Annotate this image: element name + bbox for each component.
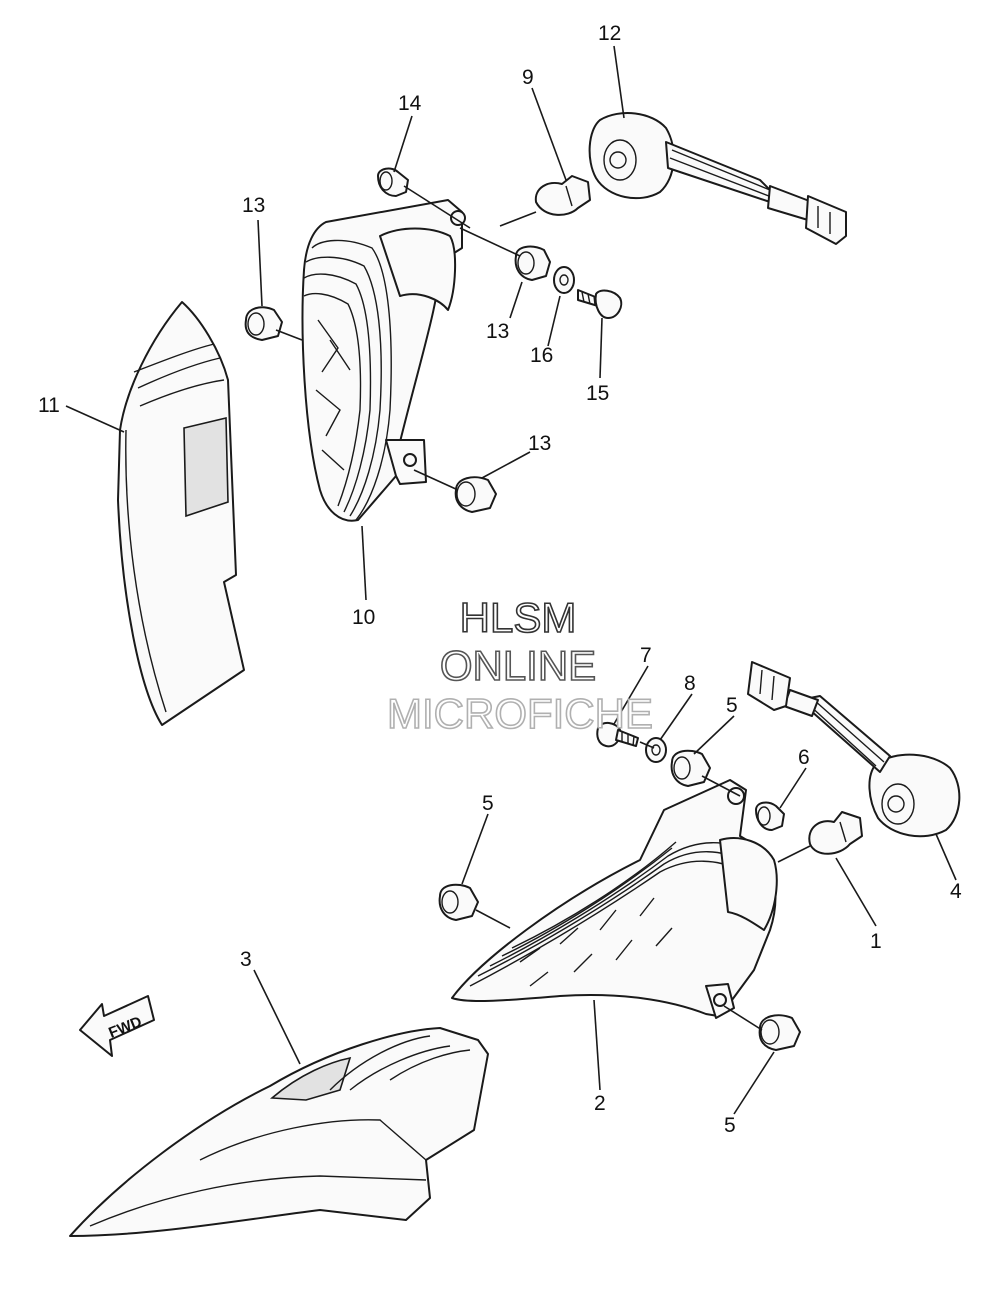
callout-5-upper: 5 — [726, 694, 738, 717]
callout-6: 6 — [798, 746, 810, 769]
part-3-lower-cover — [69, 1027, 489, 1237]
callout-13-left: 13 — [242, 194, 265, 217]
part-7-screw — [596, 722, 639, 748]
part-5-grommet-c — [758, 1014, 801, 1051]
callout-11: 11 — [38, 394, 60, 417]
watermark-line1: HLSM — [460, 594, 577, 641]
part-11-lens-cover — [117, 301, 245, 726]
part-15-screw — [577, 289, 623, 319]
callout-8: 8 — [684, 672, 696, 695]
watermark-line2: ONLINE — [440, 642, 596, 689]
callout-10: 10 — [352, 606, 375, 629]
watermark: HLSM ONLINE MICROFICHE — [386, 593, 654, 738]
callout-1: 1 — [870, 930, 882, 953]
callout-5-lower: 5 — [724, 1114, 736, 1137]
callout-9: 9 — [522, 66, 534, 89]
part-12-upper-socket — [588, 112, 847, 245]
part-16-washer — [553, 266, 575, 294]
part-8-washer — [645, 737, 667, 763]
callout-12: 12 — [598, 22, 621, 45]
part-13-grommet-a — [514, 245, 551, 281]
callout-13-top: 13 — [486, 320, 509, 343]
callout-labels: 12 9 14 13 13 16 15 13 11 10 7 8 5 6 5 4… — [38, 22, 962, 1137]
callout-5-left: 5 — [482, 792, 494, 815]
callout-3: 3 — [240, 948, 252, 971]
part-5-grommet-b — [670, 749, 711, 787]
callout-2: 2 — [594, 1092, 606, 1115]
part-1-lower-bulb — [808, 811, 863, 855]
part-6-collar — [755, 801, 785, 831]
callout-7: 7 — [640, 644, 652, 667]
part-13-grommet-b — [244, 306, 283, 341]
part-5-grommet-a — [438, 883, 479, 921]
callout-13-lower: 13 — [528, 432, 551, 455]
callout-14: 14 — [398, 92, 422, 115]
part-13-grommet-c — [454, 476, 497, 513]
callout-16: 16 — [530, 344, 553, 367]
part-14-rivet — [377, 167, 409, 197]
part-9-upper-bulb — [534, 175, 591, 216]
callout-4: 4 — [950, 880, 962, 903]
part-10-upper-lamp-housing — [301, 199, 466, 522]
part-2-lower-lamp-housing — [451, 779, 778, 1019]
part-4-lower-socket — [747, 661, 961, 838]
fwd-arrow-icon: FWD — [79, 995, 155, 1057]
callout-leaders — [65, 45, 957, 1115]
watermark-line3: MICROFICHE — [387, 690, 653, 737]
callout-15: 15 — [586, 382, 609, 405]
